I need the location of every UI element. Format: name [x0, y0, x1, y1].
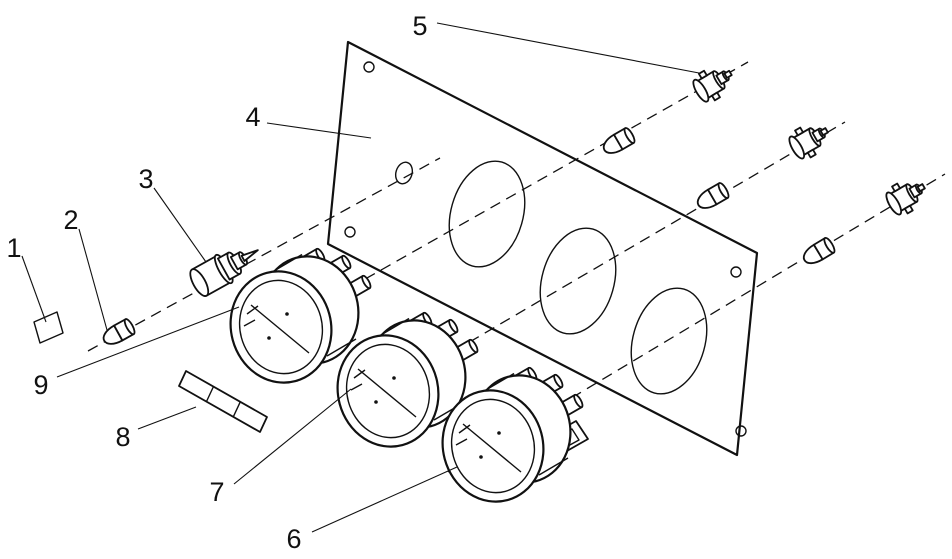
panel-screw-hole — [363, 61, 375, 73]
lamp-holder-contact-pin — [240, 249, 259, 262]
lamp-holder-front-ring — [189, 268, 210, 297]
callout-2: 2 — [63, 205, 78, 235]
label-strip-outline — [178, 370, 268, 433]
callout-5-leader — [436, 22, 700, 74]
callout-1: 1 — [6, 233, 21, 263]
indicator-bulb — [799, 235, 838, 269]
panel-gauge-hole — [630, 287, 708, 395]
panel-lamp-holder — [189, 249, 259, 297]
panel-lamp-bulb — [99, 316, 138, 350]
callout-7-leader — [233, 388, 352, 485]
callout-5: 5 — [412, 11, 427, 41]
callout-6: 6 — [286, 524, 301, 554]
blank-plate — [33, 311, 64, 344]
panel-screw-hole — [735, 425, 747, 437]
panel-lamp-hole — [394, 161, 414, 185]
callout-3-leader — [153, 187, 207, 263]
bulb-socket — [784, 115, 836, 165]
indicator-bulb — [693, 180, 732, 214]
label-strip — [178, 370, 268, 433]
callout-6-leader — [311, 466, 458, 533]
label-strip-divider — [232, 401, 241, 418]
callout-3: 3 — [138, 164, 153, 194]
callout-8: 8 — [115, 422, 130, 452]
panel-screw-hole — [730, 266, 742, 278]
panel-screw-hole — [344, 226, 356, 238]
label-strip-divider — [205, 386, 215, 402]
callout-8-leader — [137, 406, 197, 430]
callout-2-leader — [78, 228, 108, 331]
callout-9-leader — [56, 306, 240, 378]
indicator-bulb — [599, 125, 638, 159]
callouts: 1 2 3 4 5 6 7 8 9 — [6, 11, 700, 554]
callout-4: 4 — [245, 102, 260, 132]
panel-gauge-hole — [448, 160, 526, 268]
axis-line-lamp — [87, 157, 441, 352]
gauges — [218, 245, 589, 513]
callout-1-leader — [21, 255, 47, 323]
callout-4-leader — [266, 122, 372, 139]
callout-7: 7 — [209, 477, 224, 507]
callout-9: 9 — [33, 370, 48, 400]
panel-gauge-hole — [539, 227, 617, 335]
bulb-socket — [688, 58, 740, 108]
bulb-socket — [881, 171, 933, 221]
